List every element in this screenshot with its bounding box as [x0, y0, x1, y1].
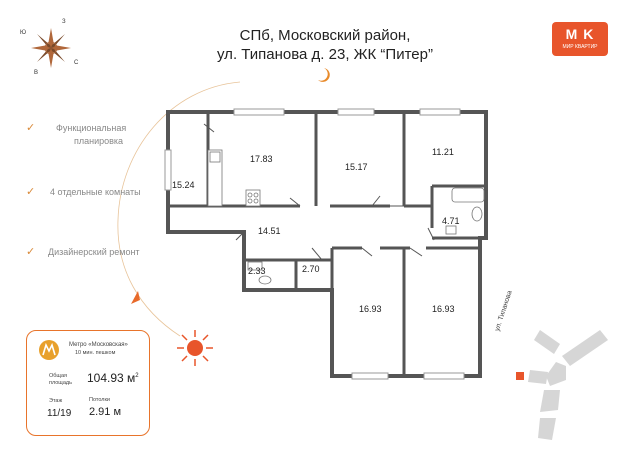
room-area-bathroom: 4.71: [442, 216, 460, 226]
feature-1-line-1: Функциональная: [56, 123, 127, 133]
address-line-1: СПб, Московский район,: [239, 27, 411, 44]
room-area-bedroom-1: 15.17: [345, 162, 368, 172]
metro-icon: [39, 340, 59, 360]
check-icon: ✓: [26, 122, 36, 134]
check-icon: ✓: [26, 186, 36, 198]
compass-label-s: С: [74, 60, 79, 66]
feature-1-line-2: планировка: [74, 136, 124, 146]
total-area-value: 104.93 м2: [87, 371, 139, 385]
room-area-bedroom-3: 16.93: [359, 304, 382, 314]
floor-label: Этаж: [49, 398, 63, 404]
arrow-icon: [131, 291, 140, 304]
area-label-line-2: площадь: [49, 380, 72, 386]
address-title: СПб, Московский район, ул. Типанова д. 2…: [200, 26, 450, 64]
room-area-bedroom-4: 16.93: [432, 304, 455, 314]
location-map: [516, 330, 608, 440]
room-area-bedroom-2: 11.21: [432, 147, 454, 157]
compass-label-v: В: [34, 70, 39, 76]
company-logo[interactable]: M K МИР КВАРТИР: [552, 22, 608, 56]
sun-icon: [177, 330, 213, 366]
room-area-storage: 2.70: [302, 264, 320, 274]
location-marker-icon: [516, 372, 524, 380]
metro-name: Метро «Московская»: [69, 342, 128, 348]
area-label-line-1: Общая: [49, 373, 67, 379]
compass-rose-icon: [31, 28, 71, 68]
feature-3-text: Дизайнерский ремонт: [48, 247, 140, 257]
floor-value: 11/19: [47, 408, 72, 419]
compass-label-yu: Ю: [20, 30, 27, 36]
info-card: Метро «Московская» 10 мин. пешком Общая …: [26, 330, 150, 436]
room-area-kitchen-living: 17.83: [250, 154, 273, 164]
room-area-hall: 14.51: [258, 226, 281, 236]
area-unit-sup: 2: [135, 373, 139, 379]
room-area-wc: 2.33: [248, 266, 266, 276]
area-number: 104.93 м: [87, 371, 136, 385]
check-icon: ✓: [26, 246, 36, 258]
address-line-2: ул. Типанова д. 23, ЖК “Питер”: [217, 46, 433, 63]
ceiling-label: Потолки: [89, 397, 110, 403]
feature-2-text: 4 отдельные комнаты: [50, 187, 141, 197]
ceiling-value: 2.91 м: [89, 406, 122, 418]
logo-subtitle: МИР КВАРТИР: [562, 44, 598, 50]
room-area-room-left: 15.24: [172, 180, 195, 190]
logo-mark: M K: [565, 26, 595, 42]
metro-walk-time: 10 мин. пешком: [75, 350, 116, 356]
compass-label-z: З: [62, 19, 66, 25]
